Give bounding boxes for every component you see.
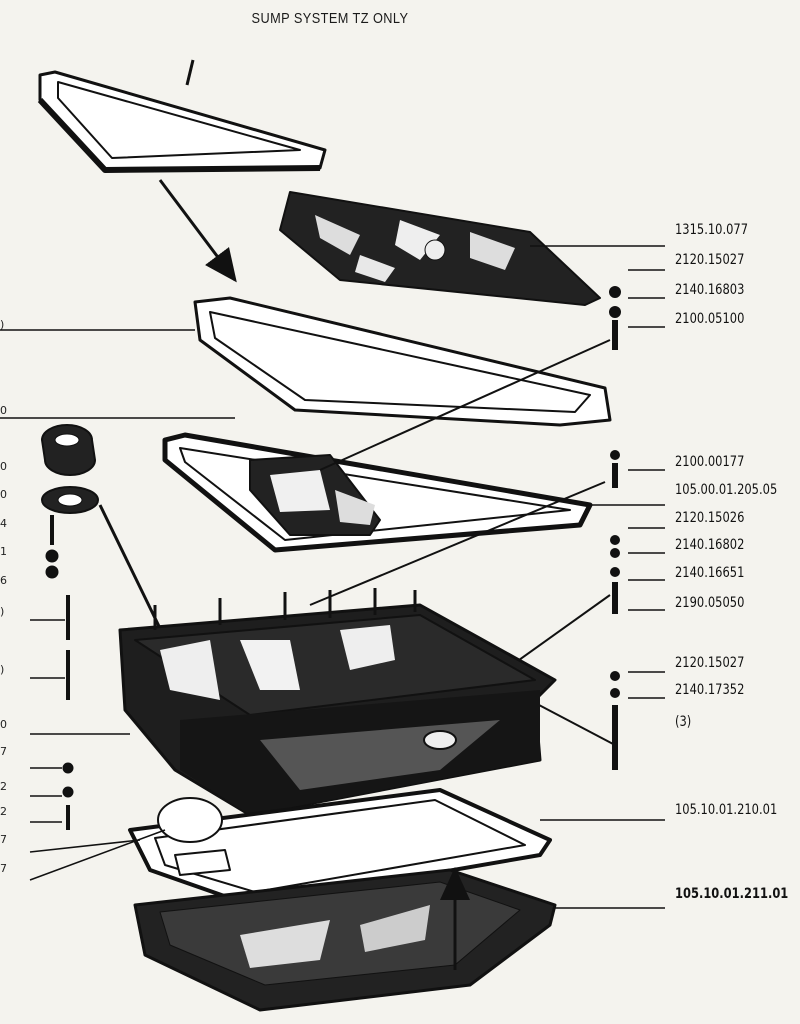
- cropped-label: 7: [0, 833, 7, 846]
- part-number-label: 2140.16802: [675, 537, 745, 553]
- diagram-title: SUMP SYSTEM TZ ONLY: [251, 10, 409, 27]
- quantity-label: (3): [675, 714, 692, 730]
- lower-gasket: [162, 432, 593, 553]
- part-number-label: 2120.15027: [675, 655, 745, 671]
- part-number-label: 105.10.01.211.01: [675, 886, 789, 902]
- right-hardware: [609, 286, 621, 770]
- bottom-oil-pan: [133, 867, 557, 1012]
- cropped-label: 1: [0, 545, 7, 558]
- part-number-label: 2120.15026: [675, 510, 745, 526]
- cropped-label: ): [0, 318, 5, 331]
- cropped-label: 0: [0, 404, 7, 417]
- assembly-arrow: [158, 179, 237, 283]
- part-number-label: 1315.10.077: [675, 222, 749, 238]
- cropped-label: ): [0, 663, 5, 676]
- cropped-label: 0: [0, 718, 7, 731]
- drain-screen: [157, 797, 223, 843]
- sump-body: [118, 588, 557, 817]
- part-number-label: 2100.00177: [675, 454, 745, 470]
- cropped-label: 7: [0, 745, 7, 758]
- part-number-label: 2140.16651: [675, 565, 745, 581]
- cropped-label: 6: [0, 574, 7, 587]
- part-number-label: 2120.15027: [675, 252, 745, 268]
- baffle-plate: [279, 191, 601, 306]
- part-number-label: 2190.05050: [675, 595, 745, 611]
- cropped-label: ): [0, 605, 5, 618]
- cropped-label: 0: [0, 460, 7, 473]
- bottom-gasket: [128, 788, 552, 907]
- left-small-parts: [41, 424, 99, 830]
- cropped-label: 2: [0, 805, 7, 818]
- cropped-label: 4: [0, 517, 7, 530]
- part-number-label: 105.10.01.210.01: [675, 802, 778, 818]
- strainer-box: [249, 454, 381, 536]
- part-number-label: 2140.17352: [675, 682, 745, 698]
- cropped-label: 7: [0, 862, 7, 875]
- part-number-label: 105.00.01.205.05: [675, 482, 778, 498]
- cropped-label: 2: [0, 780, 7, 793]
- top-cover-frame: [37, 59, 327, 173]
- cropped-label: 0: [0, 488, 7, 501]
- upper-gasket: [193, 296, 612, 427]
- part-number-label: 2140.16803: [675, 282, 745, 298]
- part-number-label: 2100.05100: [675, 311, 745, 327]
